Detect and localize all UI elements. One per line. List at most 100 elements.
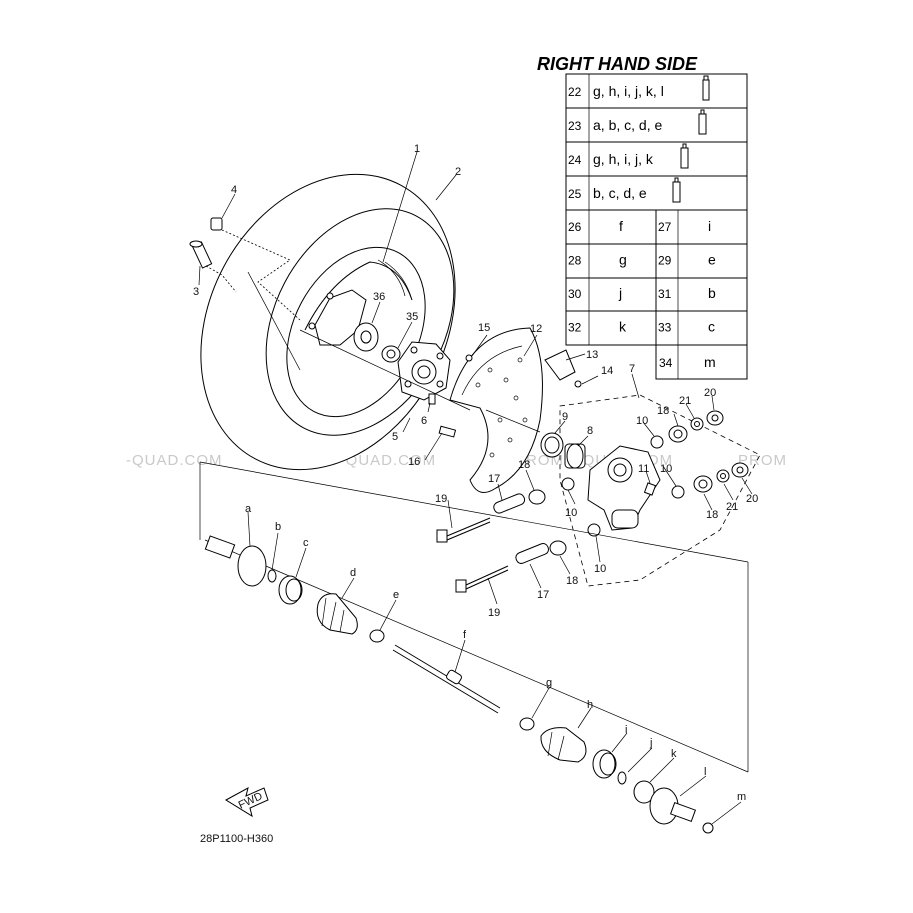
part-label: f xyxy=(463,629,467,641)
table-row-num: 29 xyxy=(658,254,672,268)
part-label: 10 xyxy=(594,563,606,575)
table-row-num: 34 xyxy=(659,356,673,370)
inner-band xyxy=(519,717,535,731)
part-label: 36 xyxy=(373,291,385,303)
diagram-code: 28P1100-H360 xyxy=(200,833,273,845)
part-label: 10 xyxy=(636,415,648,427)
part-label: g xyxy=(546,677,552,689)
part-label: 20 xyxy=(746,493,758,505)
part-label: 16 xyxy=(408,456,420,468)
table-row-num: 33 xyxy=(658,321,672,335)
part-label: 7 xyxy=(629,363,635,375)
table-row-num: 26 xyxy=(568,220,582,234)
inner-boot xyxy=(540,727,587,763)
small-band xyxy=(369,629,385,643)
svg-text:PROM: PROM xyxy=(738,452,787,469)
cv-joint-outer xyxy=(204,535,267,587)
nut xyxy=(706,410,724,426)
part-label: c xyxy=(303,537,309,549)
circlip xyxy=(267,569,277,583)
part-label: 18 xyxy=(566,575,578,587)
part-label: a xyxy=(245,503,252,515)
part-label: i xyxy=(625,724,627,736)
table-row-num: 23 xyxy=(568,119,582,133)
disc-bolt xyxy=(438,425,457,438)
hub xyxy=(397,341,451,401)
part-label: 11 xyxy=(638,463,649,475)
part-label: b xyxy=(275,521,281,533)
part-label: d xyxy=(350,567,356,579)
fwd-arrow-icon: FWD xyxy=(225,787,269,818)
spacer xyxy=(381,345,401,363)
bushing xyxy=(668,425,688,443)
table-row-num: 30 xyxy=(568,287,582,301)
part-label: 14 xyxy=(601,365,613,377)
table-row-num: 31 xyxy=(658,287,672,301)
part-label: 8 xyxy=(587,425,593,437)
boot-band xyxy=(278,575,303,605)
table-row-text: a, b, c, d, e xyxy=(593,117,662,133)
bushing xyxy=(693,475,713,493)
pivot-bushing xyxy=(549,540,567,556)
part-label: 35 xyxy=(406,311,418,323)
table-row-text: j xyxy=(618,285,622,301)
table-row-text: b xyxy=(708,285,716,301)
part-label: 3 xyxy=(193,286,199,298)
valve-cap xyxy=(210,217,223,231)
washer xyxy=(690,417,704,431)
table-row-num: 24 xyxy=(568,153,582,167)
collar xyxy=(650,435,664,449)
part-label: m xyxy=(737,791,746,803)
part-label: 17 xyxy=(537,589,549,601)
table-row-text: g, h, i, j, k, l xyxy=(593,83,664,99)
part-label: h xyxy=(587,699,593,711)
inner-circlip xyxy=(617,771,627,785)
nut xyxy=(731,462,749,478)
tube-icon xyxy=(698,109,707,135)
part-label: e xyxy=(393,589,399,601)
inner-boot-band xyxy=(592,749,617,779)
part-label: j xyxy=(649,737,652,749)
bracket-screw xyxy=(574,380,582,388)
table-row-num: 22 xyxy=(568,85,582,99)
tube-icon xyxy=(702,75,710,101)
reference-table: 22 g, h, i, j, k, l 23 a, b, c, d, e 24 g, h,… xyxy=(565,73,748,380)
bearing xyxy=(353,322,379,352)
table-row-text: g, h, i, j, k xyxy=(593,151,654,167)
svg-text:-QUAD.COM: -QUAD.COM xyxy=(126,452,223,469)
part-label: l xyxy=(704,766,706,778)
table-row-text: k xyxy=(619,319,627,335)
pivot-bolt xyxy=(436,517,491,543)
part-label: 18 xyxy=(657,405,669,417)
part-label: 19 xyxy=(435,493,447,505)
part-label: 5 xyxy=(392,431,398,443)
part-label: 20 xyxy=(704,387,716,399)
table-row-text: g xyxy=(619,252,627,268)
pivot-collar xyxy=(493,493,526,514)
tube-icon xyxy=(680,143,689,169)
part-label: 21 xyxy=(726,501,738,513)
small-screw xyxy=(465,354,473,362)
part-label: 18 xyxy=(706,509,718,521)
steering-knuckle xyxy=(587,445,661,531)
part-label: 4 xyxy=(231,184,237,196)
collar xyxy=(561,477,575,491)
page-title: RIGHT HAND SIDE xyxy=(537,54,698,74)
pivot-bushing xyxy=(528,489,546,505)
table-row-text: b, c, d, e xyxy=(593,185,647,201)
hub-bolt xyxy=(428,393,436,405)
part-labels: 1 2 4 3 36 35 15 12 13 14 7 9 8 6 5 16 1… xyxy=(193,143,758,803)
part-label: 15 xyxy=(478,322,490,334)
part-label: 13 xyxy=(586,349,598,361)
table-row-num: 28 xyxy=(568,254,582,268)
part-label: 19 xyxy=(488,607,500,619)
part-label: 1 xyxy=(414,143,420,155)
bracket-plate xyxy=(544,349,576,381)
knuckle-bearing xyxy=(564,443,586,469)
table-row-num: 32 xyxy=(568,321,582,335)
part-label: 21 xyxy=(679,395,691,407)
cv-joint-inner xyxy=(649,787,697,825)
part-label: k xyxy=(671,748,677,760)
table-row-text: i xyxy=(708,218,711,234)
